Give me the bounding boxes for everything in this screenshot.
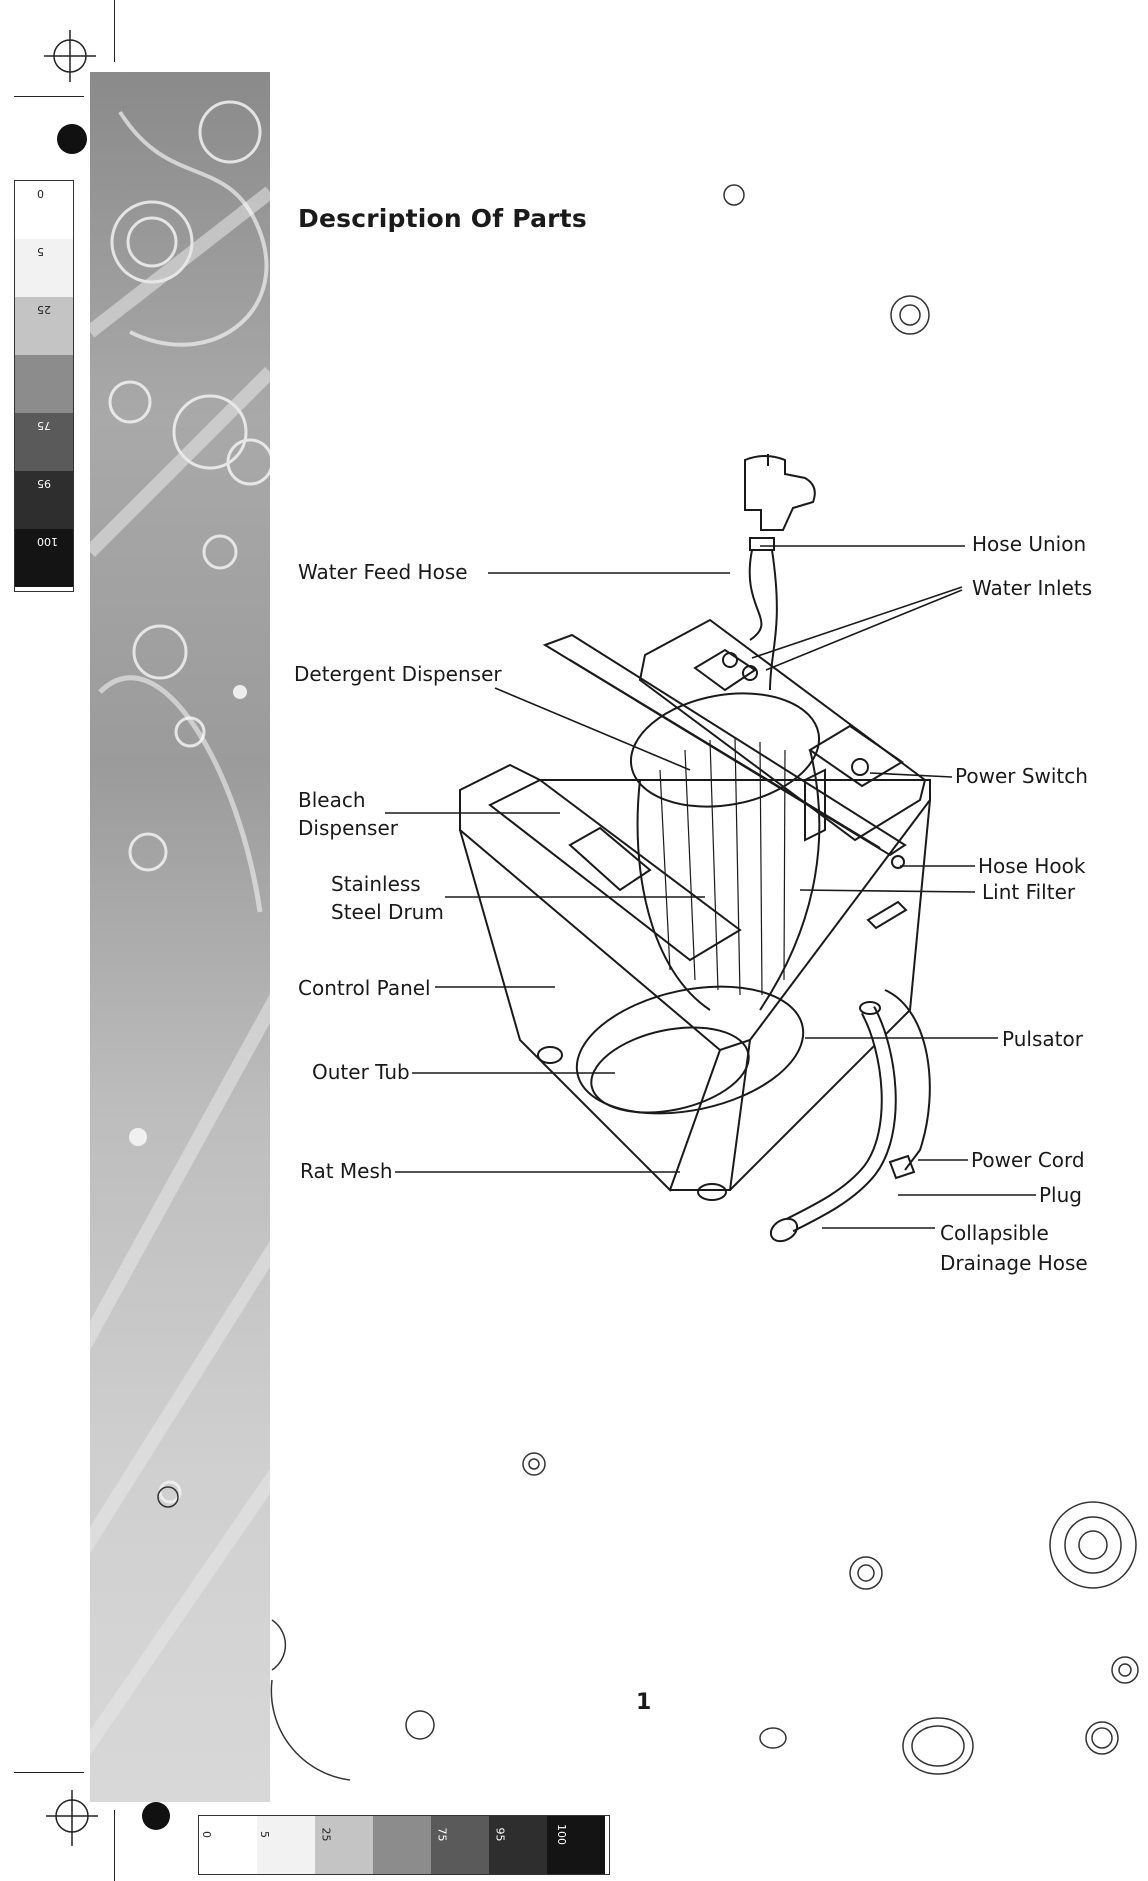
gray-scale-label: 75 — [435, 1827, 449, 1842]
label-water-feed-hose: Water Feed Hose — [298, 560, 468, 584]
gray-scale-swatch: 100 — [547, 1816, 605, 1874]
crop-line — [14, 1772, 84, 1773]
gray-scale-swatch — [15, 355, 73, 413]
label-power-switch: Power Switch — [955, 764, 1088, 788]
label-hose-union: Hose Union — [972, 532, 1087, 556]
gray-scale-swatch — [373, 1816, 431, 1874]
label-drainage-hose-2: Drainage Hose — [940, 1251, 1088, 1275]
gray-scale-swatch: 25 — [315, 1816, 373, 1874]
label-pulsator: Pulsator — [1002, 1027, 1083, 1051]
crop-line — [114, 1810, 115, 1881]
registration-mark-top — [44, 30, 96, 82]
gray-scale-swatch: 5 — [15, 239, 73, 297]
gray-scale-label: 95 — [493, 1827, 507, 1842]
label-power-cord: Power Cord — [971, 1148, 1085, 1172]
decorative-band — [90, 72, 270, 1802]
label-water-inlets: Water Inlets — [972, 576, 1093, 600]
registration-dot — [57, 124, 87, 154]
label-detergent-dispenser: Detergent Dispenser — [294, 662, 502, 686]
label-stainless-drum-2: Steel Drum — [331, 900, 444, 924]
washing-machine-illustration — [459, 454, 931, 1243]
label-plug: Plug — [1039, 1183, 1082, 1207]
label-bleach-dispenser-1: Bleach — [298, 788, 366, 812]
gray-scale-swatch: 5 — [257, 1816, 315, 1874]
gray-scale-swatch: 25 — [15, 297, 73, 355]
gray-scale-strip-horizontal: 0 5 25 75 95 100 — [198, 1815, 610, 1875]
label-bleach-dispenser-2: Dispenser — [298, 816, 398, 840]
crop-line — [114, 0, 115, 62]
gray-scale-swatch: 100 — [15, 529, 73, 587]
label-outer-tub: Outer Tub — [312, 1060, 410, 1084]
label-lint-filter: Lint Filter — [982, 880, 1076, 904]
gray-scale-swatch: 75 — [431, 1816, 489, 1874]
label-rat-mesh: Rat Mesh — [300, 1159, 393, 1183]
registration-mark-bottom — [46, 1790, 98, 1846]
gray-scale-label: 0 — [200, 1831, 213, 1838]
registration-dot — [142, 1802, 170, 1830]
gray-scale-swatch: 75 — [15, 413, 73, 471]
label-hose-hook: Hose Hook — [978, 854, 1086, 878]
gray-scale-label: 25 — [319, 1827, 333, 1842]
label-drainage-hose-1: Collapsible — [940, 1221, 1049, 1245]
page-title: Description Of Parts — [298, 204, 587, 233]
page-number: 1 — [636, 1690, 652, 1715]
gray-scale-swatch: 0 — [15, 181, 73, 239]
label-stainless-drum-1: Stainless — [331, 872, 421, 896]
gray-scale-label: 100 — [555, 1824, 568, 1845]
gray-scale-swatch: 95 — [15, 471, 73, 529]
gray-scale-swatch: 0 — [199, 1816, 257, 1874]
label-control-panel: Control Panel — [298, 976, 431, 1000]
gray-scale-label: 5 — [258, 1831, 271, 1838]
gray-scale-swatch: 95 — [489, 1816, 547, 1874]
crop-line — [14, 96, 84, 97]
